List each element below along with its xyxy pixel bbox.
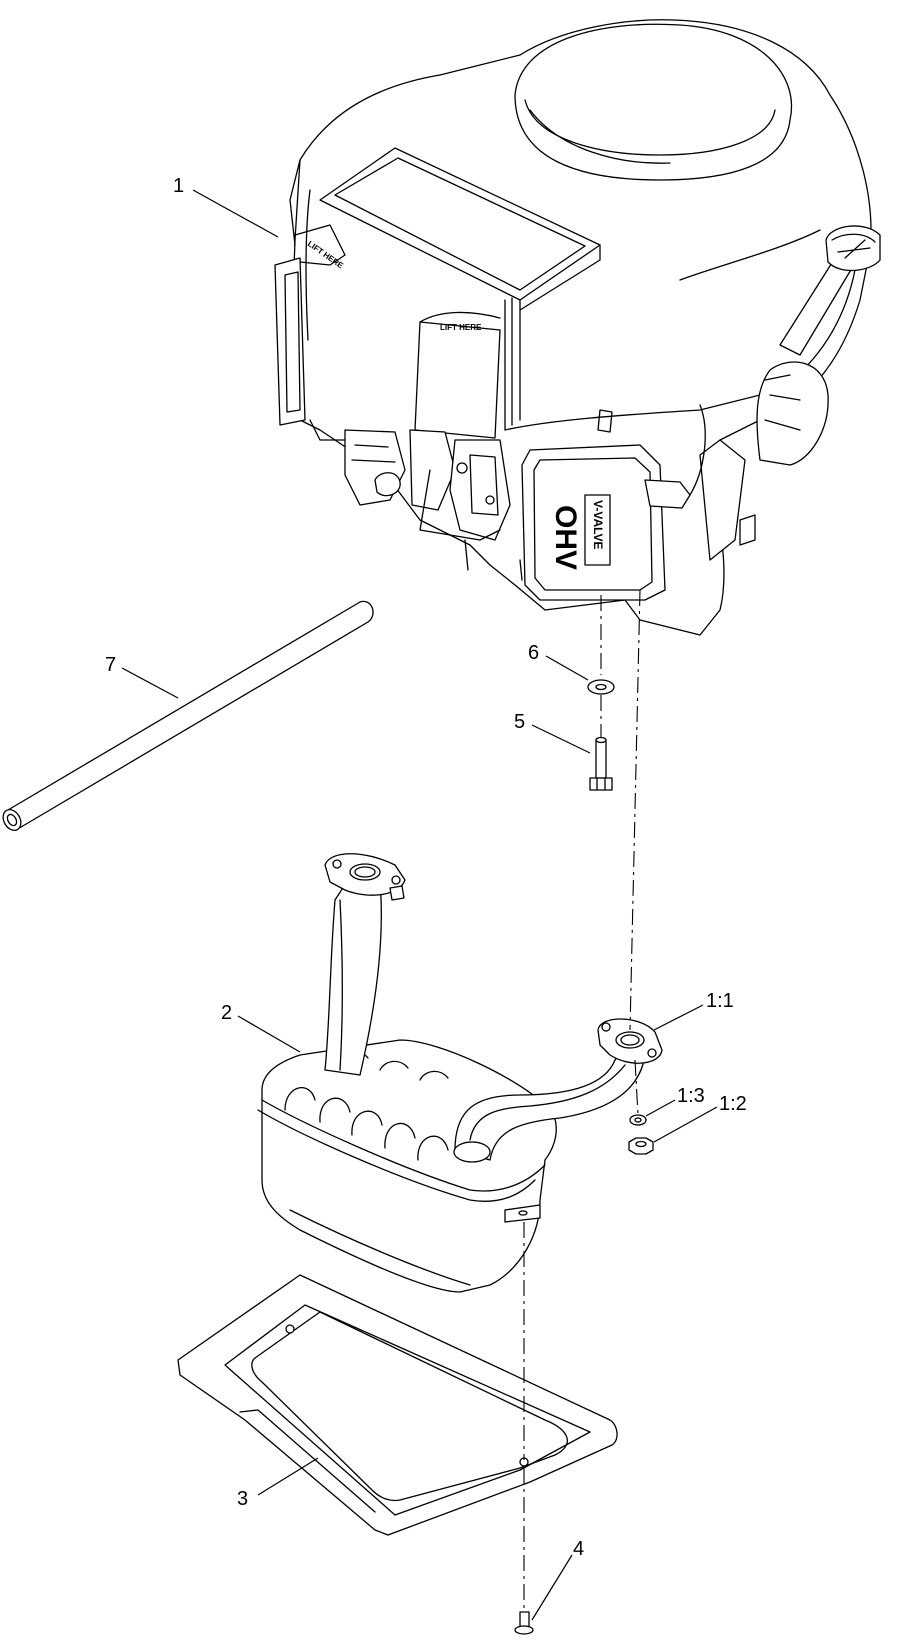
leader-line-6 xyxy=(545,655,589,681)
valve-cover-sub-label: V-VALVE xyxy=(591,500,605,550)
callout-1-1: 1:1 xyxy=(706,990,734,1012)
leader-line-4 xyxy=(531,1554,573,1621)
leader-line-1-3 xyxy=(645,1099,676,1117)
callout-7: 7 xyxy=(105,654,116,676)
callout-4: 4 xyxy=(573,1538,584,1560)
valve-cover-main-label: OHV xyxy=(549,505,582,570)
callout-3: 3 xyxy=(237,1488,248,1510)
washer xyxy=(587,679,615,695)
screw xyxy=(514,1611,534,1635)
alignment-lines xyxy=(523,589,641,1610)
muffler xyxy=(257,853,646,1293)
callout-1: 1 xyxy=(173,175,184,197)
leader-line-7 xyxy=(121,667,179,699)
heat-shield xyxy=(177,1274,618,1536)
leader-line-1-1 xyxy=(653,1004,704,1031)
callouts: 1 7 6 5 2 1:1 1:3 1:2 3 4 xyxy=(105,175,747,1621)
callout-2: 2 xyxy=(221,1002,232,1024)
lock-washer xyxy=(629,1114,647,1126)
callout-1-3: 1:3 xyxy=(677,1085,705,1107)
callout-5: 5 xyxy=(514,711,525,733)
engine: LIFT HERE LIFT HERE OHV V-VALVE xyxy=(274,19,881,636)
leader-line-3 xyxy=(257,1457,319,1496)
callout-1-2: 1:2 xyxy=(719,1093,747,1115)
leader-line-1-2 xyxy=(653,1106,718,1143)
lift-here-front-label: LIFT HERE xyxy=(440,323,482,332)
bolt xyxy=(589,736,613,791)
leader-line-1 xyxy=(192,189,279,238)
hex-nut xyxy=(628,1137,654,1155)
leader-line-5 xyxy=(531,724,591,754)
exhaust-flange xyxy=(597,1018,663,1064)
leader-line-2 xyxy=(237,1015,301,1053)
callout-6: 6 xyxy=(528,642,539,664)
tube xyxy=(2,600,374,831)
